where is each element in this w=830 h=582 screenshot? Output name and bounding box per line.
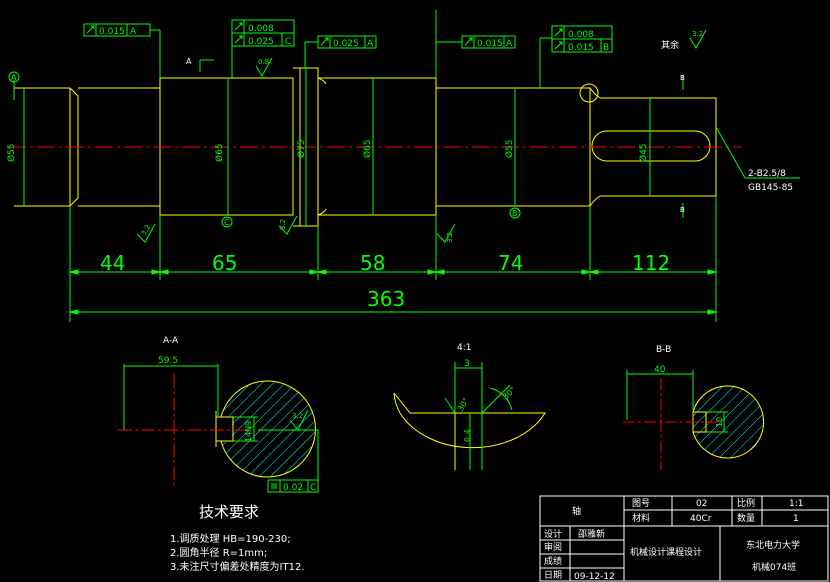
datum-c-label: C — [224, 218, 230, 227]
dia-65-mid: Ø65 — [362, 139, 373, 158]
roughness-2: 3.2 — [140, 223, 152, 237]
tol5b-datum: B — [603, 43, 609, 53]
tol2b-value: 0.025 — [248, 37, 274, 47]
length-44: 44 — [100, 251, 125, 275]
tb-qty-label: 数量 — [737, 512, 755, 524]
section-bb — [623, 370, 765, 470]
tol1-value: 0.015 — [99, 27, 125, 37]
roughness-4: 3.2 — [446, 232, 454, 243]
cut-b-label-bottom: B — [680, 206, 685, 214]
datum-b-marker — [509, 207, 521, 219]
tb-designer: 邵雅新 — [578, 528, 605, 540]
tolerance-frames — [83, 19, 613, 53]
detail-circle — [579, 83, 599, 103]
datum-c-marker — [221, 216, 233, 228]
detail-view — [393, 362, 546, 470]
section-bb-key: 10 — [715, 417, 724, 427]
detail-scale: 4:1 — [457, 343, 471, 353]
tol3-datum: A — [367, 39, 374, 49]
cut-a-label: A — [186, 57, 192, 66]
section-aa-roughness: 3.2 — [292, 412, 303, 420]
dia-45: Ø45 — [638, 143, 649, 162]
tb-date-label: 日期 — [544, 570, 562, 581]
section-aa-key: 14N9 — [244, 421, 253, 442]
tol2b-datum: C — [285, 37, 291, 47]
datum-a-label: A — [11, 73, 17, 82]
tb-scale-label: 比例 — [737, 497, 755, 509]
dia-55-left: Ø55 — [6, 143, 17, 162]
length-58: 58 — [360, 251, 385, 275]
dia-75: Ø75 — [296, 139, 307, 158]
length-65: 65 — [212, 251, 237, 275]
tol6-datum: C — [310, 483, 316, 493]
tb-material: 40Cr — [690, 514, 712, 524]
tb-drawing-no: 02 — [696, 499, 707, 509]
tb-part-name: 轴 — [572, 505, 581, 517]
tb-date: 09-12-12 — [574, 572, 615, 582]
tb-review-label: 审阅 — [544, 541, 562, 553]
center-hole-note: 2-B2.5/8 — [748, 169, 786, 179]
requirements-title: 技术要求 — [199, 503, 259, 521]
section-aa-width: 59.5 — [158, 356, 178, 366]
requirement-1: 1.调质处理 HB=190-230; — [170, 533, 291, 545]
tol4-value: 0.015 — [477, 39, 503, 49]
section-aa-title: A-A — [163, 336, 179, 346]
title-block — [539, 495, 829, 582]
detail-width: 3 — [464, 359, 470, 369]
length-total: 363 — [367, 287, 405, 311]
tb-design-label: 设计 — [544, 528, 562, 540]
tol5b-value: 0.015 — [568, 43, 594, 53]
roughness-1: 0.8 — [258, 58, 269, 66]
tb-class: 机械074班 — [752, 561, 796, 573]
tol2a-value: 0.008 — [248, 24, 274, 34]
length-112: 112 — [632, 251, 670, 275]
dimension-lines — [13, 10, 800, 322]
detail-angle-1: 30° — [456, 396, 471, 413]
dia-65-left: Ø65 — [214, 143, 225, 162]
requirement-3: 3.未注尺寸偏差处精度为IT12. — [170, 560, 305, 573]
roughness-remaining-value: 3.2 — [692, 30, 703, 38]
section-bb-width: 40 — [654, 365, 666, 375]
detail-depth: 0.4 — [463, 429, 472, 442]
tb-drawing-no-label: 图号 — [632, 498, 650, 509]
dia-55-right: Ø55 — [504, 139, 515, 158]
roughness-3: 3.2 — [279, 219, 287, 230]
tol4-datum: A — [506, 39, 513, 49]
section-bb-title: B-B — [656, 345, 671, 355]
length-74: 74 — [498, 251, 523, 275]
requirement-2: 2.圆角半径 R=1mm; — [170, 546, 267, 559]
tb-grade-label: 成绩 — [544, 555, 562, 567]
tb-qty: 1 — [793, 514, 799, 524]
datum-b-label: B — [512, 209, 518, 218]
tol6-value: 0.02 — [283, 483, 303, 493]
section-aa — [118, 364, 319, 493]
datum-a-marker — [8, 71, 20, 83]
tb-course: 机械设计课程设计 — [630, 546, 702, 558]
center-hole-std: GB145-85 — [748, 183, 793, 193]
tol5a-value: 0.008 — [568, 30, 594, 40]
roughness-symbols — [136, 29, 707, 243]
roughness-remaining-label: 其余 — [661, 39, 679, 51]
datum-markers — [8, 71, 599, 228]
cut-b-label-top: B — [680, 74, 685, 82]
tb-school: 东北电力大学 — [746, 539, 800, 551]
tb-material-label: 材料 — [632, 512, 650, 524]
tol3-value: 0.025 — [333, 39, 359, 49]
detail-angle-2: 30° — [501, 385, 517, 401]
tb-scale: 1:1 — [789, 499, 803, 509]
tol1-datum: A — [130, 27, 137, 37]
